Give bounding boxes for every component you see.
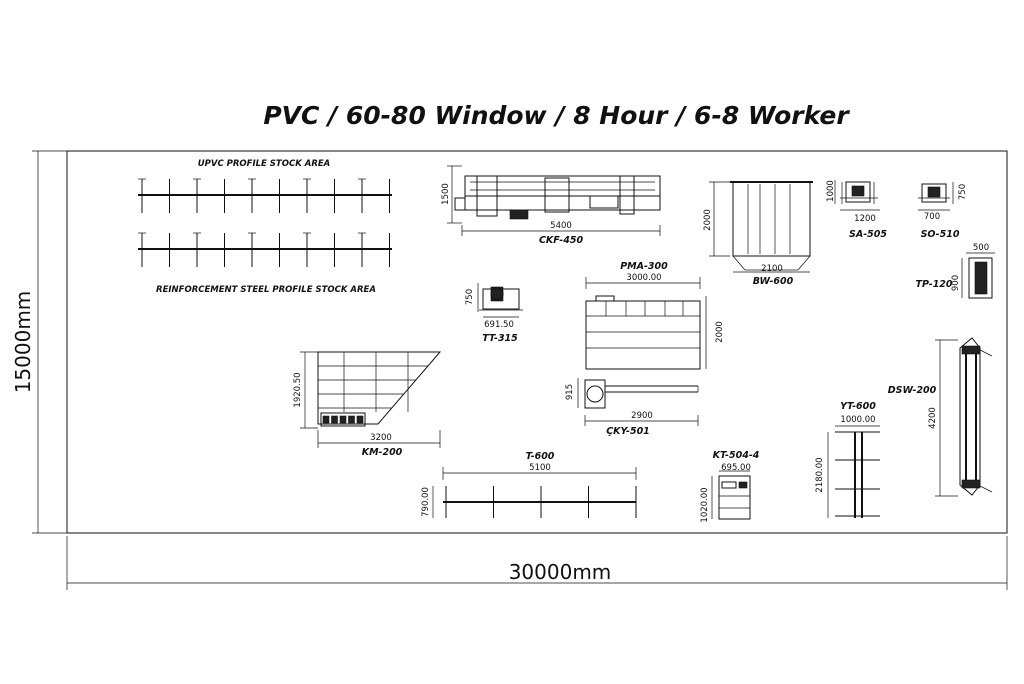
machine-tp-120: 500 900 TP-120: [915, 243, 995, 299]
so-dim-h: 750: [958, 184, 968, 200]
machine-t-600: T-600 5100 790.00: [421, 451, 637, 518]
machine-sa-505: 1000 1200 SA-505: [826, 180, 887, 240]
kt-label: KT-504-4: [713, 450, 760, 461]
ckf-dim-h: 1500: [441, 183, 451, 205]
upvc-stock-rack: [138, 178, 392, 213]
tp-label: TP-120: [915, 279, 952, 290]
hall-outline: [66, 150, 1008, 534]
pma-dim-w: 3000.00: [626, 273, 661, 283]
so-label: SO-510: [921, 229, 960, 240]
hall-width-label: 30000mm: [509, 560, 612, 584]
sa-dim-h: 1000: [826, 180, 836, 202]
tp-dim-h: 900: [951, 275, 961, 291]
machine-yt-600: YT-600 1000.00 2180.00: [815, 401, 880, 518]
cky-dim-w: 2900: [631, 411, 653, 421]
yt-dim-w: 1000.00: [840, 415, 875, 425]
tt-dim-w: 691.50: [484, 320, 514, 330]
ckf-dim-w: 5400: [550, 221, 572, 231]
machine-cky-501: 915 2900 ÇKY-501: [565, 378, 699, 437]
dsw-dim-h: 4200: [928, 407, 938, 429]
t-dim-w: 5100: [529, 463, 551, 473]
tt-label: TT-315: [482, 333, 518, 344]
upvc-stock-area: UPVC PROFILE STOCK AREA: [138, 159, 392, 213]
cky-label: ÇKY-501: [606, 426, 650, 437]
t-label: T-600: [526, 451, 555, 462]
tt-dim-h: 750: [465, 289, 475, 305]
machine-ckf-450: 1500 5400 CKF-450: [441, 165, 661, 246]
bw-label: BW-600: [753, 276, 794, 287]
sa-dim-w: 1200: [854, 214, 876, 224]
km-cassette: [356, 415, 364, 424]
ckf-label: CKF-450: [539, 235, 584, 246]
pma-dim-h: 2000: [715, 321, 725, 343]
km-cassette: [322, 415, 330, 424]
steel-stock-area: REINFORCEMENT STEEL PROFILE STOCK AREA: [138, 232, 392, 295]
km-dim-w: 3200: [370, 433, 392, 443]
km-cassette: [348, 415, 355, 424]
machine-dsw-200: 4200 DSW-200: [888, 337, 993, 497]
kt-dim-w: 695.00: [721, 463, 751, 473]
yt-dim-h: 2180.00: [815, 457, 825, 492]
layout-title: PVC / 60-80 Window / 8 Hour / 6-8 Worker: [263, 101, 850, 130]
t-600-rack: [443, 486, 637, 518]
bw-dim-w: 2100: [761, 264, 783, 274]
hall-width-dimension: 30000mm: [66, 536, 1008, 590]
tp-dim-w: 500: [973, 243, 989, 253]
km-cassette: [339, 415, 347, 424]
pma-label: PMA-300: [620, 261, 668, 272]
machine-so-510: 750 700 SO-510: [918, 182, 968, 240]
machine-pma-300: PMA-300 3000.00 2000: [585, 261, 725, 370]
kt-dim-h: 1020.00: [700, 487, 710, 522]
upvc-stock-label: UPVC PROFILE STOCK AREA: [198, 159, 331, 169]
machine-tt-315: 750 691.50 TT-315: [465, 283, 523, 344]
yt-label: YT-600: [840, 401, 876, 412]
steel-stock-label: REINFORCEMENT STEEL PROFILE STOCK AREA: [156, 285, 376, 295]
km-label: KM-200: [362, 447, 403, 458]
dsw-label: DSW-200: [888, 385, 937, 396]
so-dim-w: 700: [924, 212, 940, 222]
cky-dim-h: 915: [565, 384, 575, 400]
hall-height-dimension: 15000mm: [11, 150, 67, 534]
km-cassette: [331, 415, 338, 424]
machine-km-200: 1920.50 3200 KM-200: [293, 351, 442, 458]
machine-kt-504-4: KT-504-4 695.00 1020.00: [700, 450, 760, 523]
sa-label: SA-505: [849, 229, 887, 240]
bw-dim-h: 2000: [703, 209, 713, 231]
machine-bw-600: 2000 2100 BW-600: [703, 181, 813, 287]
steel-stock-rack: [138, 232, 392, 267]
hall-height-label: 15000mm: [11, 291, 35, 394]
km-dim-h: 1920.50: [293, 372, 303, 407]
t-dim-h: 790.00: [421, 487, 431, 517]
